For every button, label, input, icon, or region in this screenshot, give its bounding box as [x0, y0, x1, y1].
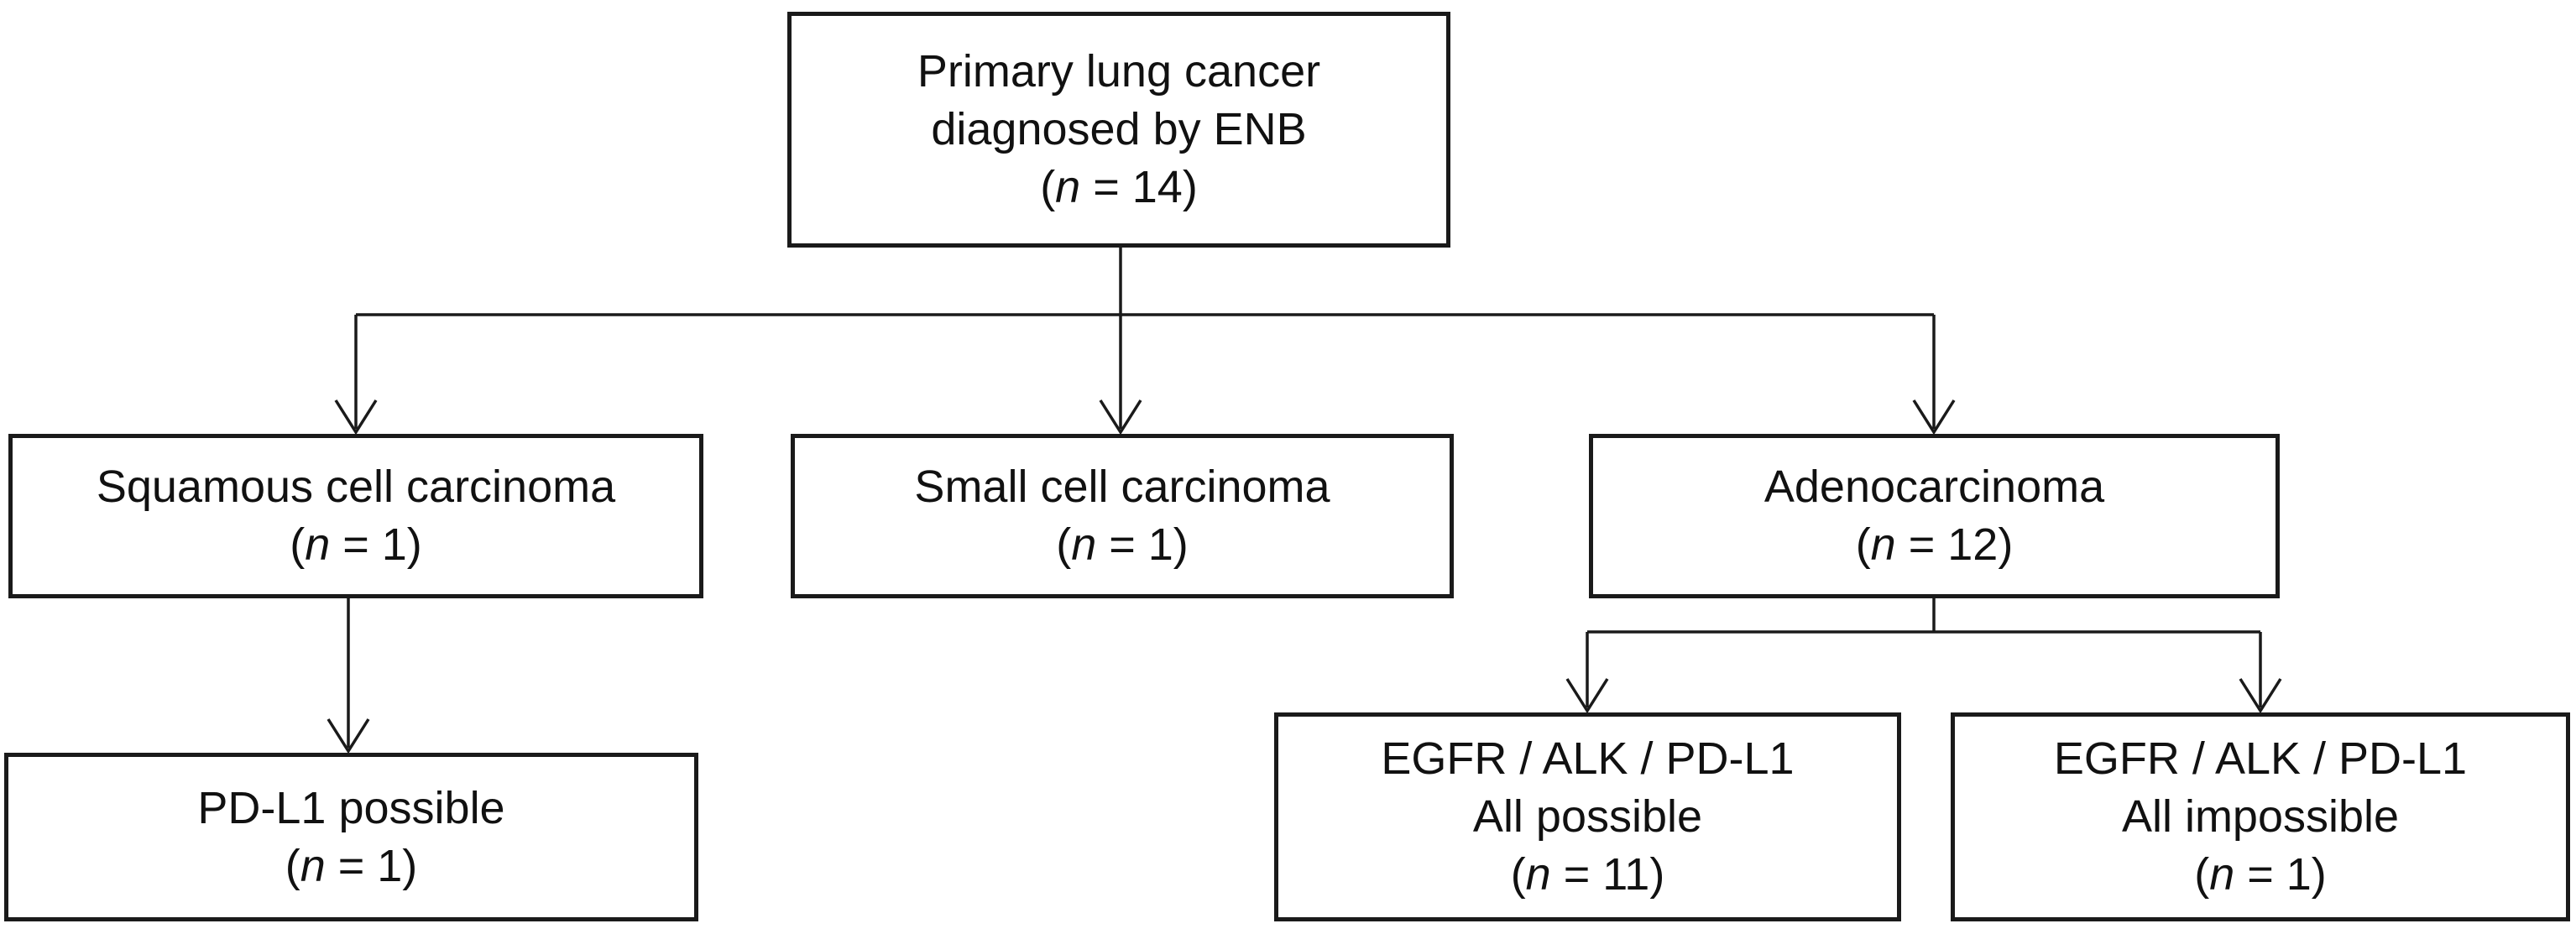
box-text-line: Primary lung cancer: [917, 46, 1321, 97]
count-rest: = 1): [2234, 849, 2327, 900]
count-n-italic: n: [305, 519, 331, 570]
box-text-line: Adenocarcinoma: [1763, 462, 2105, 512]
box-count-line: (n = 11): [1511, 846, 1665, 904]
box-text-line: diagnosed by ENB: [931, 104, 1307, 154]
count-rest: = 1): [1096, 519, 1189, 570]
box-text-line: All possible: [1472, 791, 1703, 842]
count-rest: = 11): [1550, 849, 1665, 900]
box-text-line: EGFR / ALK / PD-L1: [1381, 733, 1795, 784]
count-rest: = 1): [325, 840, 418, 891]
count-rest: = 12): [1895, 519, 2014, 570]
box-text-line: PD-L1 possible: [197, 782, 505, 833]
count-open: (: [1056, 519, 1072, 570]
count-open: (: [285, 840, 300, 891]
count-n-italic: n: [2209, 849, 2235, 900]
arrowhead-into-small-cell: [1099, 399, 1142, 436]
arrowhead-into-adeno: [1912, 399, 1956, 436]
count-n-italic: n: [1870, 519, 1896, 570]
box-count-line: (n = 1): [2194, 846, 2327, 904]
box-count-line: (n = 14): [1040, 159, 1198, 217]
flow-box-pdl1-possible: PD-L1 possible (n = 1): [4, 753, 698, 921]
box-count-line: (n = 1): [1056, 516, 1189, 574]
count-open: (: [290, 519, 306, 570]
box-text-line: Small cell carcinoma: [914, 462, 1330, 512]
arrowhead-into-pdl1: [327, 718, 370, 754]
box-text-line: All impossible: [2121, 791, 2400, 842]
count-open: (: [1040, 162, 1056, 212]
flow-box-squamous-cell-carcinoma: Squamous cell carcinoma (n = 1): [8, 434, 703, 598]
arrowhead-into-squamous: [334, 399, 378, 436]
count-open: (: [2194, 849, 2210, 900]
count-n-italic: n: [1525, 849, 1551, 900]
count-rest: = 14): [1080, 162, 1198, 212]
arrowhead-into-all-impossible: [2239, 678, 2282, 714]
count-n-italic: n: [1071, 519, 1097, 570]
flow-box-egfr-alk-pdl1-all-impossible: EGFR / ALK / PD-L1 All impossible (n = 1…: [1951, 712, 2570, 921]
count-n-italic: n: [300, 840, 326, 891]
flow-box-primary-lung-cancer: Primary lung cancer diagnosed by ENB (n …: [787, 12, 1450, 248]
box-count-line: (n = 1): [290, 516, 422, 574]
arrowhead-into-all-possible: [1565, 678, 1609, 714]
box-text-line: Squamous cell carcinoma: [96, 462, 616, 512]
count-n-italic: n: [1055, 162, 1081, 212]
count-open: (: [1510, 849, 1526, 900]
box-text-line: EGFR / ALK / PD-L1: [2053, 733, 2468, 784]
count-open: (: [1855, 519, 1871, 570]
flow-box-small-cell-carcinoma: Small cell carcinoma (n = 1): [791, 434, 1454, 598]
flow-box-egfr-alk-pdl1-all-possible: EGFR / ALK / PD-L1 All possible (n = 11): [1274, 712, 1901, 921]
box-count-line: (n = 12): [1856, 516, 2014, 574]
box-count-line: (n = 1): [285, 837, 418, 895]
flow-box-adenocarcinoma: Adenocarcinoma (n = 12): [1589, 434, 2280, 598]
count-rest: = 1): [330, 519, 422, 570]
